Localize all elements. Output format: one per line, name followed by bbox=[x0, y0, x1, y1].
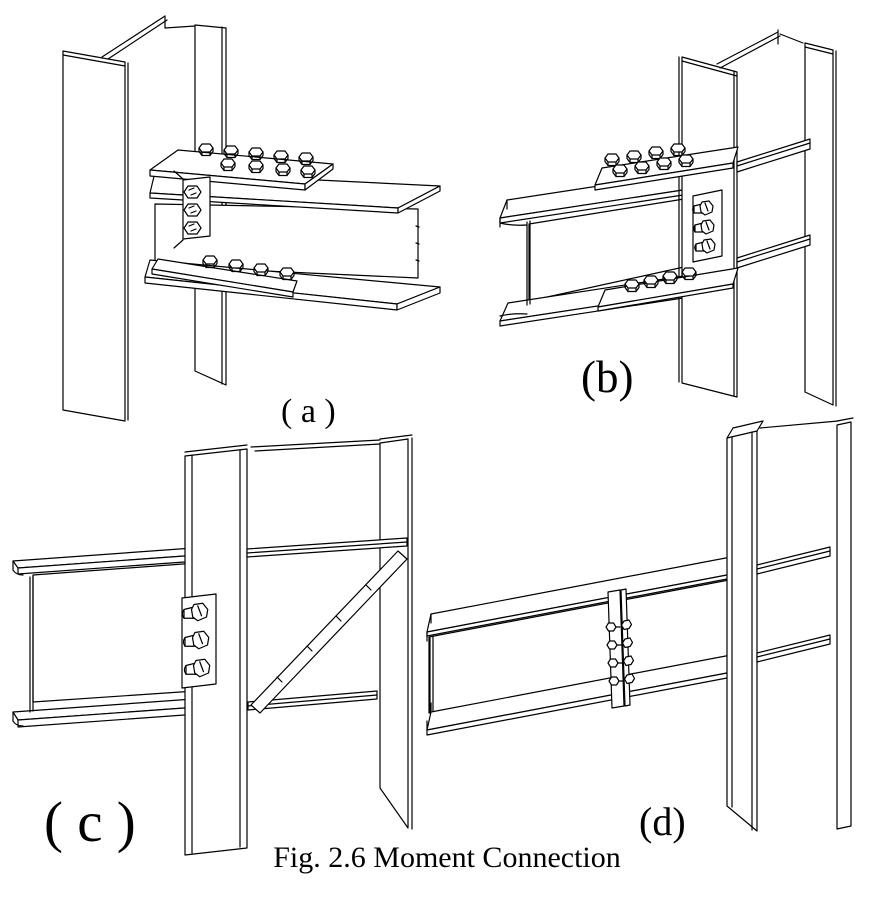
subfigure-d-drawing bbox=[427, 418, 853, 831]
web-plate-b bbox=[692, 190, 722, 262]
beam-b bbox=[500, 172, 690, 326]
bolt-icon bbox=[183, 185, 202, 199]
bolt-icon bbox=[604, 153, 620, 167]
bolt-icon bbox=[626, 150, 642, 164]
bottom-flange-plate-a bbox=[152, 255, 297, 297]
bolt-icon bbox=[183, 203, 202, 217]
subfigure-d-label: (d) bbox=[639, 799, 686, 844]
figure-caption: Fig. 2.6 Moment Connection bbox=[273, 841, 621, 874]
column-c bbox=[185, 435, 412, 855]
beam-d bbox=[427, 553, 752, 735]
subfigure-b-drawing bbox=[500, 30, 836, 406]
splice-plates-d bbox=[605, 589, 636, 708]
bolt-icon bbox=[183, 221, 202, 235]
top-flange-plate-b bbox=[595, 143, 738, 190]
end-plate-c bbox=[182, 594, 216, 688]
subfigure-b-label: (b) bbox=[581, 352, 634, 402]
subfigure-a-label: ( a ) bbox=[281, 393, 336, 430]
bottom-flange-plate-b bbox=[598, 267, 738, 311]
top-flange-plate-a bbox=[150, 143, 333, 190]
subfigure-c-label: ( c ) bbox=[44, 791, 136, 854]
column-d bbox=[727, 418, 853, 831]
column-stiffeners-b bbox=[737, 139, 810, 268]
column-a bbox=[63, 16, 226, 421]
column-stiffeners-d bbox=[757, 547, 830, 662]
column-stiffeners-c bbox=[247, 538, 407, 710]
bolt-icon bbox=[648, 146, 664, 160]
bolt-icon bbox=[670, 143, 686, 157]
diagonal-brace-c bbox=[251, 551, 407, 713]
subfigure-a-drawing bbox=[63, 16, 440, 421]
subfigure-c-drawing bbox=[13, 435, 412, 855]
web-plate-a bbox=[174, 171, 210, 248]
